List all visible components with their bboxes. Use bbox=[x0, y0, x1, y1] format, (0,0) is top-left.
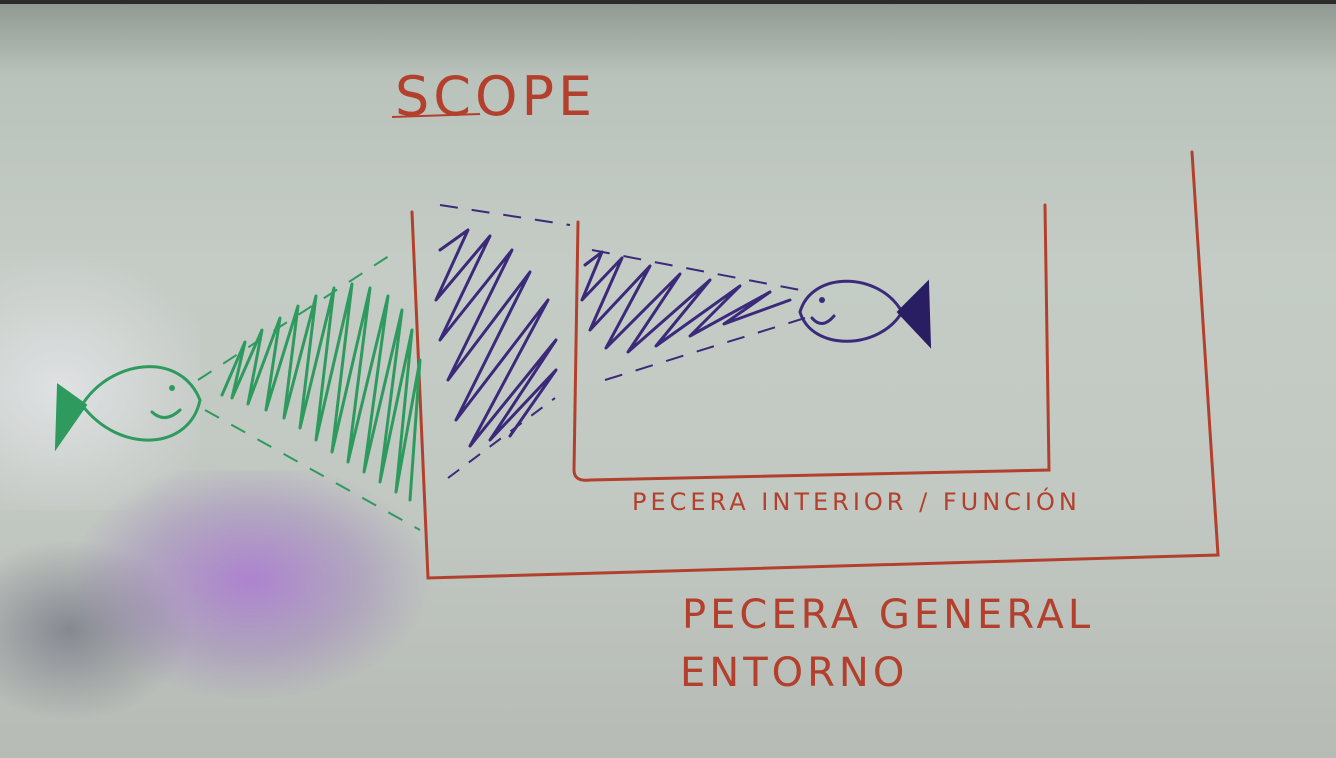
outer-aquarium-label-line1: PECERA GENERAL bbox=[682, 592, 1094, 638]
purple-vision-inner bbox=[580, 249, 806, 381]
title-underline bbox=[391, 113, 481, 118]
purple-fish-icon bbox=[798, 279, 932, 349]
inner-aquarium bbox=[572, 203, 1051, 482]
light-glare bbox=[0, 250, 200, 510]
purple-vision-outer bbox=[434, 204, 571, 479]
title-scope: SCOPE bbox=[395, 65, 596, 128]
outer-aquarium bbox=[410, 150, 1220, 580]
green-fish-icon bbox=[54, 365, 202, 452]
projector-reflection bbox=[0, 470, 430, 758]
inner-aquarium-label: PECERA INTERIOR / FUNCIÓN bbox=[632, 486, 1081, 516]
green-vision-cone bbox=[197, 251, 422, 531]
outer-aquarium-label-line2: ENTORNO bbox=[680, 650, 908, 696]
